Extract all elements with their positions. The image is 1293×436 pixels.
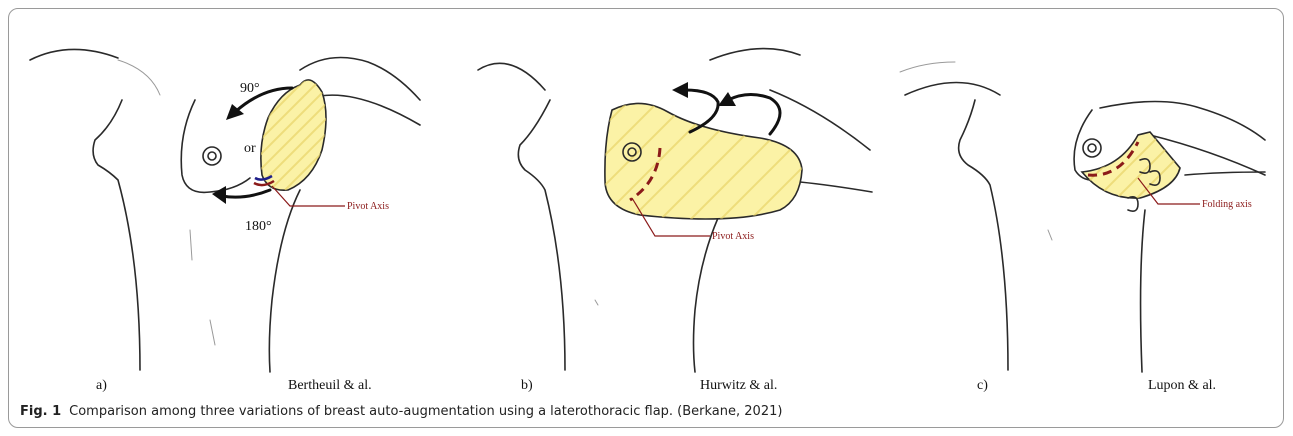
pivot-axis-label-b: Pivot Axis — [712, 231, 754, 242]
or-label: or — [244, 141, 256, 156]
figure-caption-text: Comparison among three variations of bre… — [69, 404, 782, 419]
panel-c-authors: Lupon & al. — [1148, 378, 1216, 394]
figure-caption-prefix: Fig. 1 — [20, 404, 61, 419]
panel-a-authors: Bertheuil & al. — [288, 378, 372, 394]
panel-a-flap — [250, 80, 335, 190]
panel-a-profile-sketch — [30, 49, 160, 370]
panel-c-letter: c) — [977, 378, 988, 394]
panel-b-authors: Hurwitz & al. — [700, 378, 777, 394]
panel-a-letter: a) — [96, 378, 107, 394]
rotation-180-label: 180° — [245, 219, 272, 234]
pivot-axis-label-a: Pivot Axis — [347, 201, 389, 212]
panel-c-flap — [1080, 130, 1185, 211]
panel-b-letter: b) — [521, 378, 533, 394]
panel-c-profile-sketch — [900, 62, 1008, 370]
rotation-90-label: 90° — [240, 81, 260, 96]
figure-caption: Fig. 1 Comparison among three variations … — [20, 404, 782, 419]
folding-axis-label-c: Folding axis — [1202, 199, 1252, 210]
panel-b-profile-sketch — [478, 63, 565, 370]
